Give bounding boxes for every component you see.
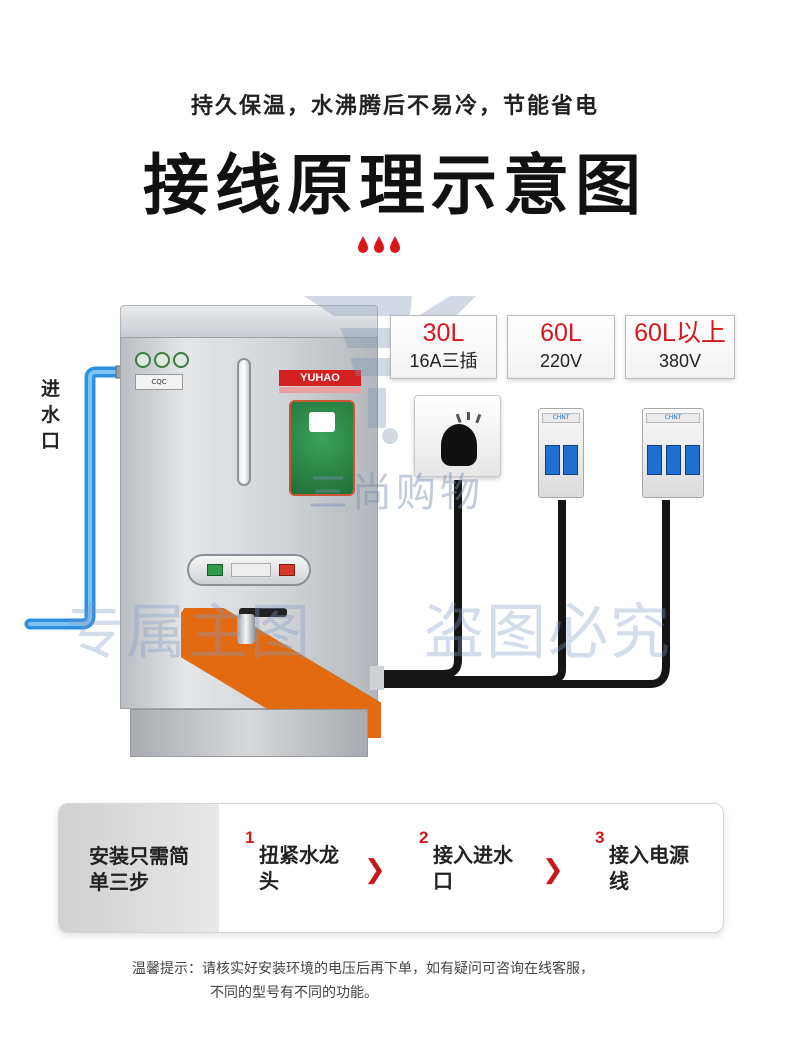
power-off-switch (279, 564, 295, 576)
step-number: 3 (595, 828, 605, 847)
socket-holes-icon (455, 412, 482, 424)
faucet-icon (237, 614, 255, 644)
steps-intro-panel: 安装只需简单三步 (59, 804, 219, 932)
notice-line-2: 不同的型号有不同的功能。 (210, 985, 378, 1001)
cqc-label: CQC (135, 374, 183, 390)
install-steps: 安装只需简单三步 1 扭紧水龙头 ❯ 2 接入进水口 ❯ 3 接入电源线 (58, 803, 724, 933)
badge-icon (173, 352, 189, 368)
option-60l: 60L 220V (507, 315, 615, 379)
cert-badges (135, 352, 189, 368)
breaker-2p: CHNT (538, 408, 584, 498)
notice-line-1: 温馨提示：请核实好安装环境的电压后再下单，如有疑问可咨询在线客服， (132, 961, 594, 977)
option-30l: 30L 16A三插 (390, 315, 497, 379)
plug-icon (441, 424, 477, 466)
wall-socket (414, 395, 501, 477)
control-panel (187, 554, 311, 586)
badge-icon (154, 352, 170, 368)
boiler-body: CQC YUHAO (120, 337, 381, 738)
watermark-left: 专属主图 (64, 598, 312, 668)
notice: 温馨提示：请核实好安装环境的电压后再下单，如有疑问可咨询在线客服， 不同的型号有… (132, 957, 752, 1005)
water-boiler: CQC YUHAO (120, 305, 381, 757)
breaker-3p: CHNT (642, 408, 704, 498)
step-number: 1 (245, 828, 255, 847)
inlet-label: 进水口 (41, 378, 61, 452)
brand-logo: YUHAO (279, 370, 361, 386)
page-title: 接线原理示意图 (143, 147, 647, 224)
water-drops-icon (358, 236, 400, 253)
watermark-right: 盗图必究 (424, 598, 672, 668)
step-text: 扭紧水龙头 (259, 843, 339, 893)
brand-subline (279, 387, 361, 393)
steps-intro: 安装只需简单三步 (89, 844, 189, 894)
badge-icon (135, 352, 151, 368)
certificate-sticker (289, 400, 355, 496)
water-level-gauge (237, 358, 251, 486)
power-on-switch (207, 564, 223, 576)
option-60l-plus: 60L以上 380V (625, 315, 735, 379)
faucet-handle (239, 608, 287, 617)
subtitle: 持久保温，水沸腾后不易冷，节能省电 (190, 94, 599, 119)
chevron-right-icon: ❯ (364, 855, 386, 885)
power-cables (370, 480, 670, 690)
watermark-brand: 三尚购物 (308, 470, 484, 516)
indicator-window (231, 563, 271, 577)
step-text: 接入进水口 (433, 843, 513, 893)
chevron-right-icon: ❯ (542, 855, 564, 885)
step-text: 接入电源线 (609, 843, 689, 893)
boiler-base (130, 709, 368, 757)
step-number: 2 (419, 828, 429, 847)
